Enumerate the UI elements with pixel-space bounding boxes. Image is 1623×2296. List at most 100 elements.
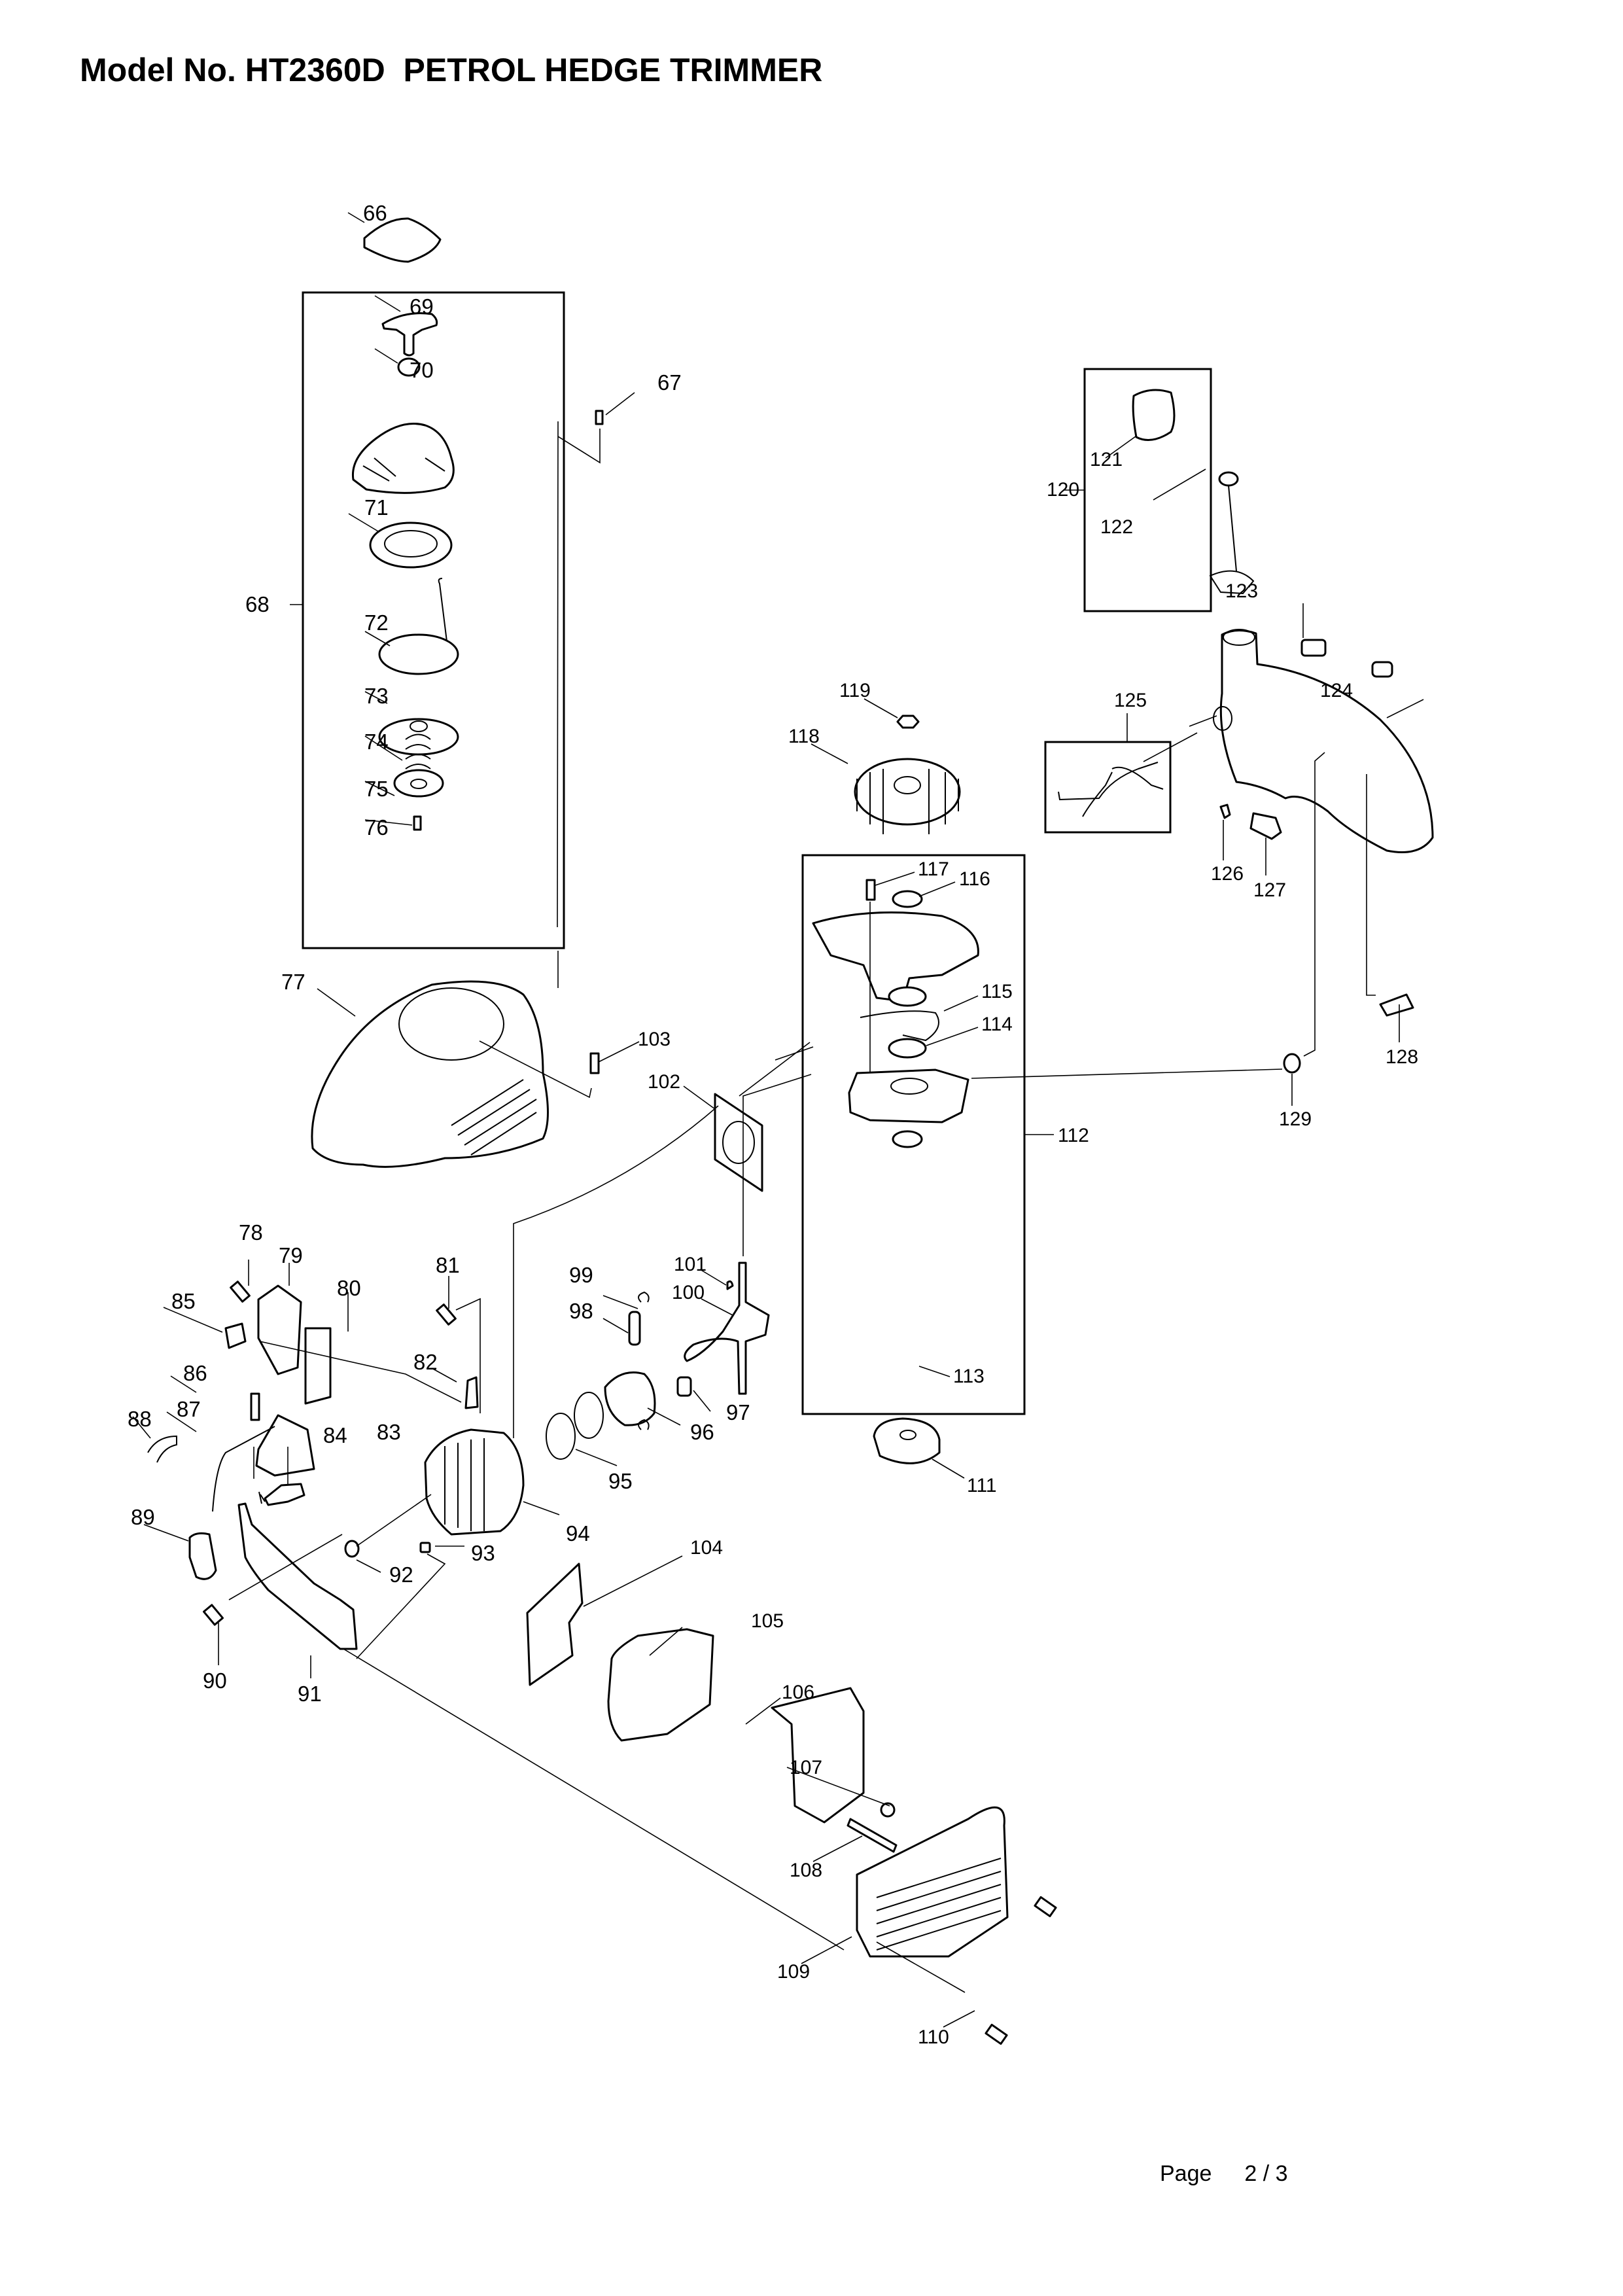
part-starter-case[interactable] (351, 423, 455, 494)
callout-127[interactable]: 127 (1253, 879, 1286, 901)
callout-88[interactable]: 88 (128, 1407, 152, 1431)
part-99-circlip[interactable] (638, 1291, 650, 1303)
callout-79[interactable]: 79 (279, 1243, 303, 1267)
callout-91[interactable]: 91 (298, 1682, 322, 1706)
callout-109[interactable]: 109 (777, 1961, 810, 1983)
part-101-woodruff-key[interactable] (726, 1280, 734, 1290)
callout-86[interactable]: 86 (183, 1361, 207, 1385)
callout-78[interactable]: 78 (239, 1220, 263, 1245)
part-92-grommet[interactable] (344, 1540, 360, 1558)
part-127-fuel-filter[interactable] (1249, 812, 1282, 840)
callout-102[interactable]: 102 (648, 1071, 680, 1093)
callout-128[interactable]: 128 (1386, 1046, 1418, 1068)
callout-74[interactable]: 74 (364, 730, 389, 754)
callout-77[interactable]: 77 (281, 970, 305, 994)
callout-76[interactable]: 76 (364, 815, 389, 839)
callout-96[interactable]: 96 (690, 1420, 714, 1444)
part-73-rope-reel[interactable] (378, 718, 459, 756)
callout-87[interactable]: 87 (177, 1397, 201, 1421)
callout-104[interactable]: 104 (690, 1537, 723, 1559)
part-105-muffler[interactable] (607, 1628, 714, 1742)
part-122-cap-strainer-head[interactable] (1218, 471, 1239, 487)
part-77-engine-cover[interactable] (311, 980, 549, 1168)
part-87-ignition-coil[interactable] (255, 1414, 315, 1477)
callout-83[interactable]: 83 (377, 1420, 401, 1444)
part-82-throttle-bracket[interactable] (464, 1376, 479, 1409)
part-116-oil-seal[interactable] (892, 890, 923, 908)
callout-115[interactable]: 115 (981, 981, 1013, 1002)
part-102-cylinder-gasket[interactable] (714, 1093, 763, 1192)
callout-113[interactable]: 113 (953, 1366, 985, 1387)
part-78-screw[interactable] (230, 1280, 251, 1303)
callout-93[interactable]: 93 (471, 1541, 495, 1565)
callout-80[interactable]: 80 (337, 1276, 361, 1300)
callout-82[interactable]: 82 (413, 1350, 438, 1374)
callout-97[interactable]: 97 (726, 1400, 750, 1424)
callout-108[interactable]: 108 (790, 1860, 822, 1881)
callout-69[interactable]: 69 (410, 294, 434, 319)
part-122-cap-strainer[interactable] (1209, 485, 1255, 595)
callout-124[interactable]: 124 (1320, 680, 1353, 701)
part-81-screw[interactable] (436, 1303, 457, 1326)
callout-107[interactable]: 107 (790, 1757, 822, 1778)
part-95-piston-ring-2[interactable] (574, 1392, 604, 1439)
callout-122[interactable]: 122 (1100, 516, 1133, 538)
part-128-bolt[interactable] (1379, 993, 1414, 1017)
callout-85[interactable]: 85 (171, 1289, 196, 1313)
callout-120[interactable]: 120 (1047, 479, 1079, 501)
part-114-ball-bearing[interactable] (888, 1038, 927, 1059)
part-117-screw[interactable] (865, 879, 876, 901)
part-crankcase-upper[interactable] (812, 911, 979, 1002)
callout-67[interactable]: 67 (657, 370, 682, 395)
callout-112[interactable]: 112 (1058, 1125, 1089, 1146)
part-104-muffler-gasket[interactable] (526, 1563, 584, 1686)
part-70-handle-cap[interactable] (397, 357, 421, 377)
part-119-nut[interactable] (896, 715, 920, 729)
callout-106[interactable]: 106 (782, 1682, 814, 1703)
part-90-screw[interactable] (203, 1604, 224, 1626)
part-88-plug-cap[interactable] (147, 1435, 177, 1463)
callout-121[interactable]: 121 (1090, 449, 1123, 470)
callout-118[interactable]: 118 (788, 726, 820, 747)
part-110-screw[interactable] (985, 2023, 1008, 2045)
callout-126[interactable]: 126 (1211, 863, 1244, 885)
callout-105[interactable]: 105 (751, 1610, 784, 1632)
callout-68[interactable]: 68 (245, 592, 270, 616)
part-99-circlip-lower[interactable] (638, 1419, 650, 1430)
callout-116[interactable]: 116 (959, 868, 990, 890)
part-125-fuel-hose[interactable] (1058, 762, 1164, 817)
part-85-clip[interactable] (224, 1322, 247, 1349)
callout-129[interactable]: 129 (1279, 1108, 1312, 1130)
part-84-plug-spring[interactable] (258, 1491, 266, 1504)
callout-81[interactable]: 81 (436, 1253, 460, 1277)
part-98-piston-pin[interactable] (628, 1311, 641, 1346)
part-89-switch-cap[interactable] (188, 1532, 217, 1580)
part-124-fuel-tank[interactable] (1219, 629, 1434, 853)
callout-103[interactable]: 103 (638, 1029, 671, 1050)
callout-110[interactable]: 110 (918, 2026, 949, 2048)
part-79-carburetor-insulator[interactable] (257, 1284, 302, 1375)
callout-98[interactable]: 98 (569, 1299, 593, 1323)
callout-114[interactable]: 114 (981, 1014, 1013, 1035)
part-108-bolt[interactable] (846, 1818, 898, 1853)
part-66-cap[interactable] (363, 217, 442, 263)
part-106-muffler-bracket[interactable] (771, 1687, 865, 1824)
callout-90[interactable]: 90 (203, 1669, 227, 1693)
part-86-screw[interactable] (250, 1392, 260, 1421)
callout-71[interactable]: 71 (364, 495, 389, 520)
part-123-rubber-pin[interactable] (1300, 639, 1327, 657)
part-93-nut[interactable] (419, 1542, 431, 1553)
part-97-needle-bearing[interactable] (676, 1376, 692, 1397)
callout-101[interactable]: 101 (674, 1254, 707, 1275)
callout-100[interactable]: 100 (672, 1282, 705, 1303)
part-91-air-cleaner-case[interactable] (237, 1502, 358, 1650)
part-crankcase-lower[interactable] (848, 1069, 969, 1123)
callout-123[interactable]: 123 (1225, 580, 1258, 602)
part-83-spark-plug[interactable] (264, 1483, 305, 1506)
part-96-piston[interactable] (604, 1371, 656, 1426)
part-100-crankshaft[interactable] (684, 1262, 770, 1395)
callout-125[interactable]: 125 (1114, 690, 1147, 711)
part-67-screw[interactable] (595, 410, 604, 425)
part-69-starter-handle[interactable] (381, 312, 438, 357)
callout-117[interactable]: 117 (918, 858, 949, 880)
